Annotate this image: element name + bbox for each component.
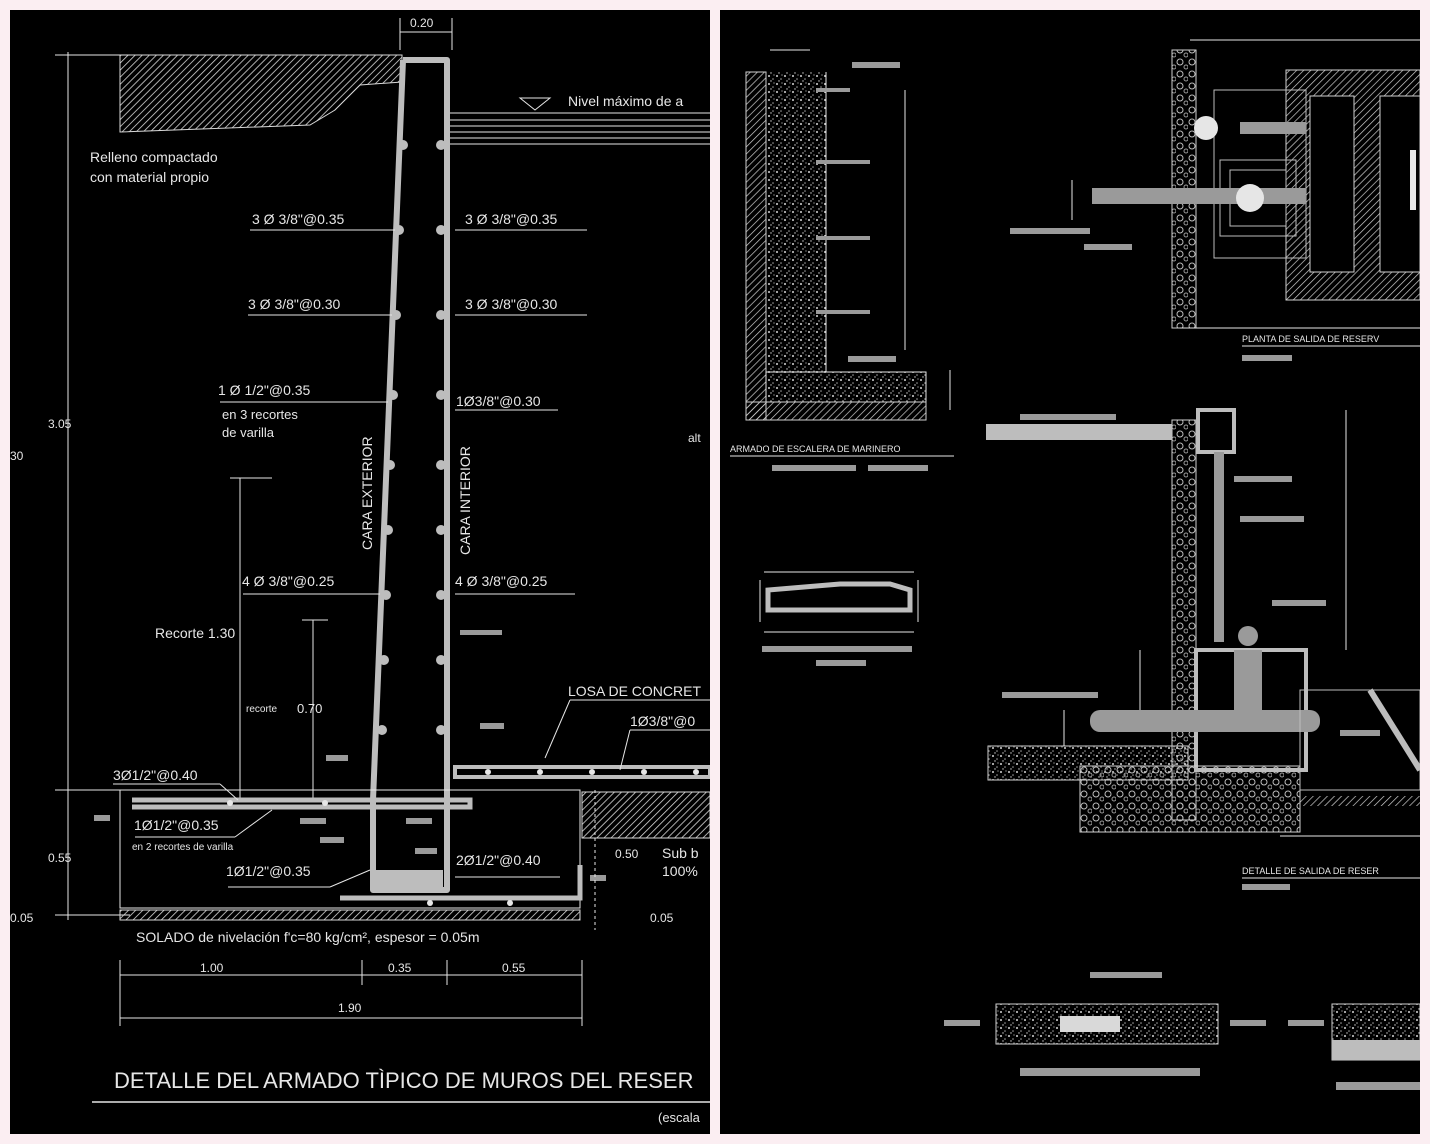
wall-reinforcement-drawing: 0.20 Relleno compactado con material pro… — [10, 16, 710, 1125]
fill-note-line1: Relleno compactado — [90, 149, 218, 165]
recorte-070-a: recorte — [246, 704, 278, 715]
subbase-line2: 100% — [662, 863, 698, 879]
rebar-exterior-1: 3 Ø 3/8"@0.35 — [252, 211, 345, 227]
rebar-exterior-4: 4 Ø 3/8"@0.25 — [242, 573, 335, 589]
outlet-details-drawing: ARMADO DE ESCALERA DE MARINERO — [730, 39, 1420, 1090]
dim-190: 1.90 — [338, 1001, 362, 1015]
solado-note: SOLADO de nivelación f'c=80 kg/cm², espe… — [136, 929, 480, 945]
water-level-label: Nivel máximo de a — [568, 93, 683, 109]
rebar-interior-1: 3 Ø 3/8"@0.35 — [465, 211, 558, 227]
dim-100: 1.00 — [200, 961, 224, 975]
height-dimension — [55, 52, 130, 920]
recorte-070-b: 0.70 — [297, 701, 322, 716]
fill-note-line2: con material propio — [90, 169, 209, 185]
outer-height-label: 30 — [10, 449, 24, 463]
wall-vertical-bars — [377, 140, 446, 735]
side-alt-label: alt — [688, 431, 701, 445]
rebar-exterior-2: 3 Ø 3/8"@0.30 — [248, 296, 341, 312]
slab-label: LOSA DE CONCRET — [568, 683, 701, 699]
dim-005-right: 0.05 — [650, 911, 674, 925]
top-width-dimension — [399, 18, 453, 50]
retaining-wall — [370, 57, 450, 893]
outlet-detail-title: DETALLE DE SALIDA DE RESER — [1242, 866, 1379, 876]
footing-rebar-3: 2Ø1/2"@0.40 — [456, 852, 541, 868]
scale-note: (escala — [658, 1110, 701, 1125]
footing-leaders — [113, 783, 560, 888]
face-interior-label: CARA INTERIOR — [457, 446, 473, 555]
footing-rebar-2: 1Ø1/2"@0.35 — [226, 863, 311, 879]
rung-detail — [759, 571, 919, 666]
top-dimension-label: 0.20 — [410, 16, 434, 30]
drawing-title: DETALLE DEL ARMADO TÌPICO DE MUROS DEL R… — [114, 1068, 693, 1093]
outlet-detail — [986, 408, 1420, 837]
slab-rebar-label: 1Ø3/8"@0 — [630, 713, 695, 729]
rebar-exterior-3-note1: en 3 recortes — [222, 407, 298, 422]
pipe-sections — [944, 972, 1420, 1090]
backfill-hatch — [119, 54, 403, 133]
face-exterior-label: CARA EXTERIOR — [359, 436, 375, 550]
ladder-section — [745, 49, 951, 421]
rebar-interior-4: 4 Ø 3/8"@0.25 — [455, 573, 548, 589]
concrete-slab — [453, 699, 710, 779]
rebar-exterior-3-note2: de varilla — [222, 425, 275, 440]
rebar-interior-3: 1Ø3/8"@0.30 — [456, 393, 541, 409]
footing-rebar-1-note: en 2 recortes de varilla — [132, 842, 234, 853]
rebar-leaders — [220, 229, 587, 595]
small-detail-tags — [94, 630, 606, 881]
recorte-130: Recorte 1.30 — [155, 625, 235, 641]
outlet-plan — [1010, 39, 1420, 329]
subbase-line1: Sub b — [662, 845, 699, 861]
rebar-interior-2: 3 Ø 3/8"@0.30 — [465, 296, 558, 312]
right-drawing-panel: ARMADO DE ESCALERA DE MARINERO — [720, 10, 1420, 1134]
footing-rebar-1: 1Ø1/2"@0.35 — [134, 817, 219, 833]
recorte-leaders — [230, 477, 328, 800]
dim-005-left: 0.05 — [10, 911, 34, 925]
dim-035: 0.35 — [388, 961, 412, 975]
left-drawing-panel: 0.20 Relleno compactado con material pro… — [10, 10, 710, 1134]
ladder-title: ARMADO DE ESCALERA DE MARINERO — [730, 444, 901, 454]
height-dimension-label: 3.05 — [48, 417, 72, 431]
dim-055-b: 0.55 — [502, 961, 526, 975]
bottom-dimensions — [119, 960, 583, 1026]
outlet-plan-title: PLANTA DE SALIDA DE RESERV — [1242, 334, 1379, 344]
footing-top-rebar: 3Ø1/2"@0.40 — [113, 767, 198, 783]
dim-050: 0.50 — [615, 847, 639, 861]
rebar-exterior-3: 1 Ø 1/2"@0.35 — [218, 382, 311, 398]
footing — [119, 789, 710, 921]
water-level-symbol — [450, 97, 710, 145]
dim-055: 0.55 — [48, 851, 72, 865]
